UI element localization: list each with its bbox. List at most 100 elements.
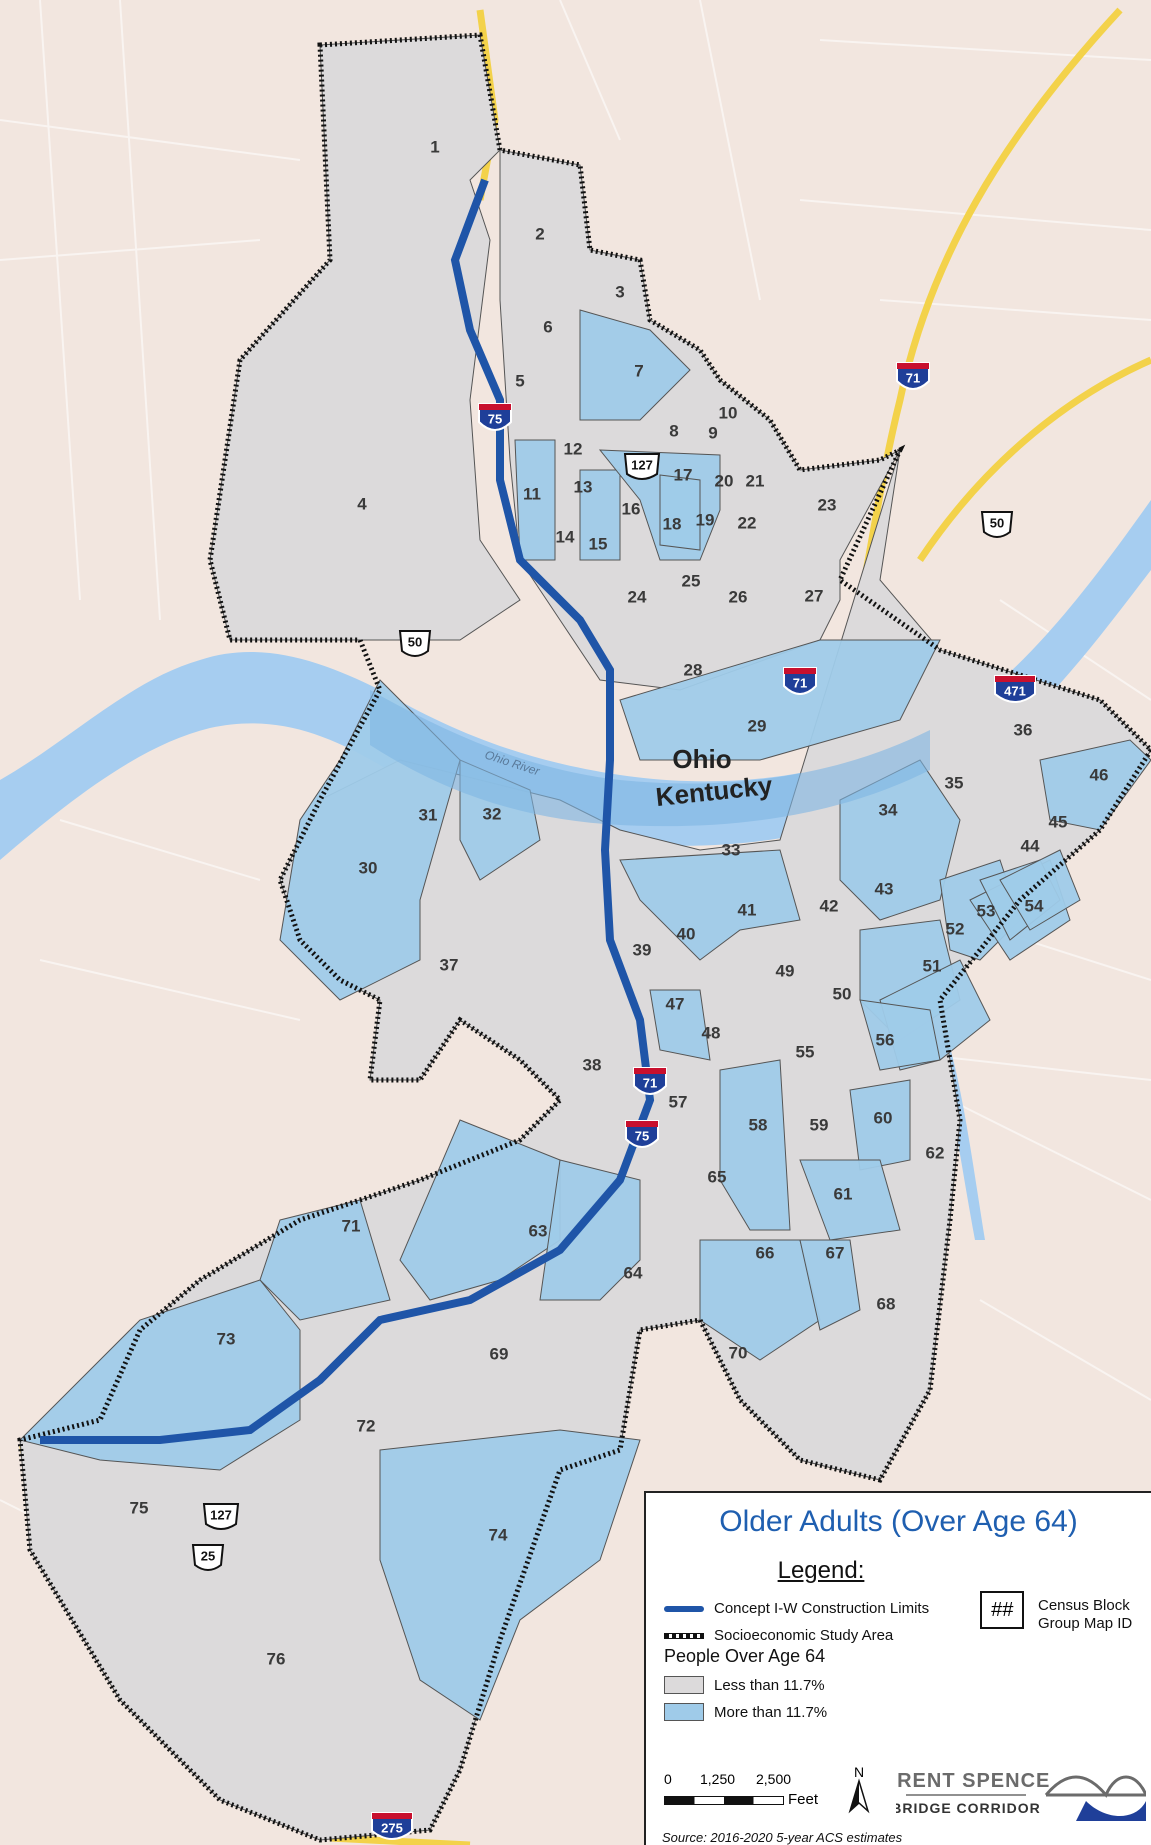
block-group-label: 18 — [663, 514, 682, 533]
people-over-64-title: People Over Age 64 — [664, 1646, 826, 1666]
block-group-label: 21 — [746, 471, 765, 490]
us-shield-icon: 50 — [980, 511, 1014, 538]
block-group-label: 28 — [684, 660, 703, 679]
block-group-label: 66 — [756, 1243, 775, 1262]
block-group-label: 16 — [622, 499, 641, 518]
less-label: Less than 11.7% — [714, 1676, 825, 1694]
north-label: N — [854, 1765, 864, 1780]
block-group-label: 8 — [669, 421, 678, 440]
block-group-label: 27 — [805, 586, 824, 605]
census-label-line1: Census Block — [1038, 1597, 1130, 1614]
block-group-label: 4 — [357, 494, 367, 513]
block-group-label: 60 — [874, 1108, 893, 1127]
block-group-label: 67 — [826, 1243, 845, 1262]
shield-label: 71 — [643, 1075, 657, 1090]
block-group-label: 74 — [489, 1525, 508, 1544]
block-group-label: 22 — [738, 513, 757, 532]
block-group-label: 29 — [748, 716, 767, 735]
block-group-label: 30 — [359, 858, 378, 877]
shield-label: 75 — [488, 411, 502, 426]
legend-row-more: More than 11.7% — [664, 1703, 827, 1721]
construction-line-swatch — [664, 1605, 704, 1612]
legend-row-study-area: Socioeconomic Study Area — [664, 1627, 893, 1644]
interstate-shield-icon: 471 — [994, 675, 1036, 703]
block-group-label: 54 — [1025, 896, 1044, 915]
block-group-label: 45 — [1049, 812, 1068, 831]
block-group-label: 70 — [729, 1343, 748, 1362]
shield-label: 50 — [408, 634, 422, 649]
block-group-label: 6 — [543, 317, 552, 336]
interstate-shield-icon: 71 — [633, 1067, 667, 1095]
block-group-label: 50 — [833, 984, 852, 1003]
block-group-label: 17 — [674, 465, 693, 484]
shield-label: 275 — [381, 1820, 403, 1835]
block-group-label: 47 — [666, 994, 685, 1013]
block-group-label: 26 — [729, 587, 748, 606]
block-group-label: 42 — [820, 896, 839, 915]
block-group-label: 57 — [669, 1092, 688, 1111]
logo-line1: BRENT SPENCE — [896, 1770, 1050, 1792]
more-swatch — [664, 1703, 704, 1721]
block-group-labels: 1 2 3 4 5 6 7 8 9 10 11 12 13 14 15 16 1… — [130, 137, 1109, 1668]
block-group-label: 41 — [738, 900, 757, 919]
block-group-label: 36 — [1014, 720, 1033, 739]
river-overlay — [370, 690, 930, 827]
block-group-label: 76 — [267, 1649, 286, 1668]
block-group-label: 20 — [715, 471, 734, 490]
block-group-label: 25 — [682, 571, 701, 590]
census-symbol: ## — [980, 1591, 1024, 1629]
shield-label: 71 — [906, 370, 920, 385]
less-swatch — [664, 1676, 704, 1694]
block-group-label: 10 — [719, 403, 738, 422]
legend-row-construction: Concept I-W Construction Limits — [664, 1600, 929, 1617]
block-group-label: 55 — [796, 1042, 815, 1061]
map-title: Older Adults (Over Age 64) — [719, 1505, 1078, 1538]
shield-label: 471 — [1004, 683, 1026, 698]
us-shield-icon: 127 — [623, 453, 661, 480]
block-group-label: 43 — [875, 879, 894, 898]
block-group-label: 63 — [529, 1221, 548, 1240]
more-label: More than 11.7% — [714, 1703, 828, 1721]
block-group-label: 3 — [615, 282, 624, 301]
shield-label: 127 — [210, 1507, 232, 1522]
block-group-label: 62 — [926, 1143, 945, 1162]
highway-shields: 75 127 50 71 50 71 471 — [191, 362, 1036, 1840]
us-shield-icon: 50 — [398, 630, 432, 657]
block-group-label: 33 — [722, 840, 741, 859]
block-group-label: 12 — [564, 439, 583, 458]
block-group-label: 39 — [633, 940, 652, 959]
shield-label: 75 — [635, 1128, 649, 1143]
block-group-label: 19 — [696, 510, 715, 529]
census-label-line2: Group Map ID — [1038, 1615, 1133, 1632]
block-group-label: 73 — [217, 1329, 236, 1348]
block-group-label: 64 — [624, 1263, 643, 1282]
shield-label: 127 — [631, 457, 653, 472]
interstate-shield-icon: 71 — [783, 667, 817, 695]
block-group-label: 61 — [834, 1184, 853, 1203]
block-group-label: 51 — [923, 956, 942, 975]
block-group-label: 32 — [483, 804, 502, 823]
scale-label-1250: 1,250 — [700, 1771, 736, 1787]
interstate-shield-icon: 275 — [371, 1812, 413, 1840]
interstate-shield-icon: 75 — [625, 1120, 659, 1148]
block-group-label: 49 — [776, 961, 795, 980]
census-label: Census Block Group Map ID — [1038, 1597, 1132, 1633]
block-group-label: 11 — [523, 484, 541, 503]
us-shield-icon: 25 — [191, 1544, 225, 1571]
block-group-label: 38 — [583, 1055, 602, 1074]
block-group-label: 40 — [677, 924, 696, 943]
source-note: Source: 2016-2020 5-year ACS estimates — [662, 1830, 903, 1845]
block-group-label: 24 — [628, 587, 647, 606]
block-group-label: 68 — [877, 1294, 896, 1313]
block-group-label: 15 — [589, 534, 608, 553]
shield-label: 25 — [201, 1548, 215, 1563]
block-group-label: 37 — [440, 955, 459, 974]
block-group-label: 56 — [876, 1030, 895, 1049]
block-group-label: 44 — [1021, 836, 1040, 855]
block-group-label: 72 — [357, 1416, 376, 1435]
block-group-label: 58 — [749, 1115, 768, 1134]
interstate-shield-icon: 75 — [478, 403, 512, 431]
scale-label-0: 0 — [664, 1771, 672, 1787]
shield-label: 50 — [990, 515, 1004, 530]
block-group-label: 14 — [556, 527, 575, 546]
